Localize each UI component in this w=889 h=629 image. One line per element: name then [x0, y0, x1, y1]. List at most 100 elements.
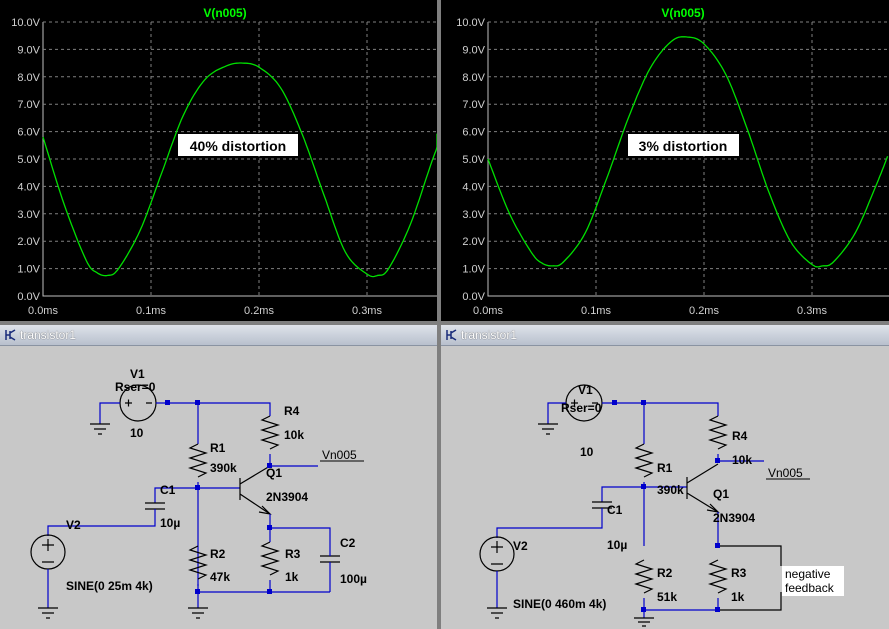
- r1-value: 390k: [210, 461, 237, 475]
- y-tick-label: 3.0V: [17, 209, 40, 221]
- x-tick-label: 0.2ms: [689, 305, 719, 317]
- annotation-box: [178, 134, 298, 156]
- wire: [496, 508, 603, 538]
- schematic-icon: [446, 329, 457, 341]
- r4-value: 10k: [284, 428, 304, 442]
- q1-transistor[interactable]: [686, 463, 719, 513]
- r1-value: 390k: [657, 483, 684, 497]
- schematic-window-right[interactable]: transistor1: [441, 325, 889, 629]
- r1-name: R1: [210, 441, 226, 455]
- r1-resistor[interactable]: [633, 443, 655, 478]
- plot-grid: [487, 21, 889, 297]
- q1-name: Q1: [266, 466, 282, 480]
- window-titlebar[interactable]: transistor1: [0, 325, 437, 346]
- wire: [601, 486, 644, 502]
- ground-icon: [38, 607, 58, 619]
- r4-name: R4: [732, 429, 748, 443]
- note-line-1: negative: [785, 567, 831, 581]
- y-tick-label: 6.0V: [462, 127, 485, 139]
- note-box: [782, 566, 844, 596]
- r2-value: 51k: [657, 590, 677, 604]
- r4-name: R4: [284, 404, 300, 418]
- schematic-window-left[interactable]: transistor1: [0, 325, 437, 629]
- y-tick-label: 0.0V: [462, 291, 485, 303]
- ground-icon: [487, 607, 507, 619]
- x-tick-label: 0.0ms: [28, 305, 58, 317]
- c2-name: C2: [340, 536, 356, 550]
- wire: [602, 402, 719, 416]
- schematic-icon: [5, 329, 16, 341]
- y-tick-label: 9.0V: [462, 44, 485, 56]
- y-tick-label: 7.0V: [17, 99, 40, 111]
- r2-resistor[interactable]: [633, 559, 655, 594]
- r1-resistor[interactable]: [187, 443, 209, 478]
- plot-axes: [42, 22, 437, 297]
- c1-value: 10µ: [160, 516, 180, 530]
- wire: [47, 509, 156, 536]
- r3-resistor[interactable]: [707, 559, 729, 594]
- x-tick-label: 0.2ms: [244, 305, 274, 317]
- y-axis-labels: 10.0V9.0V8.0V7.0V6.0V5.0V4.0V3.0V2.0V1.0…: [456, 17, 485, 303]
- feedback-wire: [718, 545, 782, 566]
- r2-name: R2: [657, 566, 673, 580]
- r3-name: R3: [285, 547, 301, 561]
- q1-model: 2N3904: [266, 490, 308, 504]
- annotation-label: 3% distortion: [639, 138, 728, 154]
- c1-value: 10µ: [607, 538, 627, 552]
- r4-resistor[interactable]: [707, 415, 729, 450]
- ground-icon: [90, 423, 110, 435]
- feedback-wire: [718, 592, 782, 611]
- y-tick-label: 5.0V: [17, 154, 40, 166]
- v2-value: SINE(0 25m 4k): [66, 579, 153, 593]
- ground-icon: [634, 617, 654, 627]
- net-label-vn005[interactable]: Vn005: [768, 466, 803, 480]
- wire: [197, 584, 330, 593]
- v1-rser: Rser=0: [115, 380, 156, 394]
- x-tick-label: 0.3ms: [797, 305, 827, 317]
- v1-name: V1: [578, 383, 593, 397]
- trace-vn005[interactable]: [487, 36, 889, 268]
- plot-grid: [42, 21, 437, 297]
- window-title: transistor1: [20, 328, 77, 342]
- trace-label[interactable]: V(n005): [203, 6, 246, 20]
- trace-label[interactable]: V(n005): [661, 6, 704, 20]
- y-tick-label: 5.0V: [462, 154, 485, 166]
- r3-resistor[interactable]: [259, 541, 281, 576]
- junction-dots: [612, 400, 720, 612]
- window-titlebar[interactable]: transistor1: [441, 325, 889, 346]
- wire: [156, 402, 271, 416]
- q1-transistor[interactable]: [239, 465, 271, 515]
- x-tick-label: 0.3ms: [352, 305, 382, 317]
- wire: [154, 487, 198, 503]
- wire: [99, 402, 120, 424]
- c1-name: C1: [160, 483, 176, 497]
- q1-name: Q1: [713, 487, 729, 501]
- r2-resistor[interactable]: [187, 545, 209, 580]
- schematic-canvas[interactable]: V1 Rser=0 10 R4 10k R1 390k Q1 2N3904 Vn…: [0, 346, 437, 629]
- c1-capacitor[interactable]: [145, 502, 165, 510]
- v1-name: V1: [130, 367, 145, 381]
- y-tick-label: 8.0V: [462, 72, 485, 84]
- trace-vn005[interactable]: [42, 62, 437, 278]
- annotation-box: [628, 134, 739, 156]
- wire: [547, 402, 566, 424]
- plot-svg-left: 10.0V9.0V8.0V7.0V6.0V5.0V4.0V3.0V2.0V1.0…: [11, 6, 437, 317]
- x-tick-label: 0.0ms: [473, 305, 503, 317]
- r3-value: 1k: [285, 570, 299, 584]
- wire: [269, 454, 318, 467]
- net-label-vn005[interactable]: Vn005: [322, 448, 357, 462]
- wire: [643, 598, 718, 611]
- q1-model: 2N3904: [713, 511, 755, 525]
- r4-resistor[interactable]: [259, 415, 281, 450]
- c2-value: 100µ: [340, 572, 367, 586]
- schematic-canvas[interactable]: V1 Rser=0 10 R4 10k R1 390k Q1 2N3904 Vn…: [441, 346, 889, 629]
- y-tick-label: 4.0V: [17, 181, 40, 193]
- wire: [269, 514, 331, 546]
- ground-icon: [538, 423, 558, 435]
- plot-svg-right: 10.0V9.0V8.0V7.0V6.0V5.0V4.0V3.0V2.0V1.0…: [456, 6, 889, 317]
- c2-capacitor[interactable]: [320, 555, 340, 563]
